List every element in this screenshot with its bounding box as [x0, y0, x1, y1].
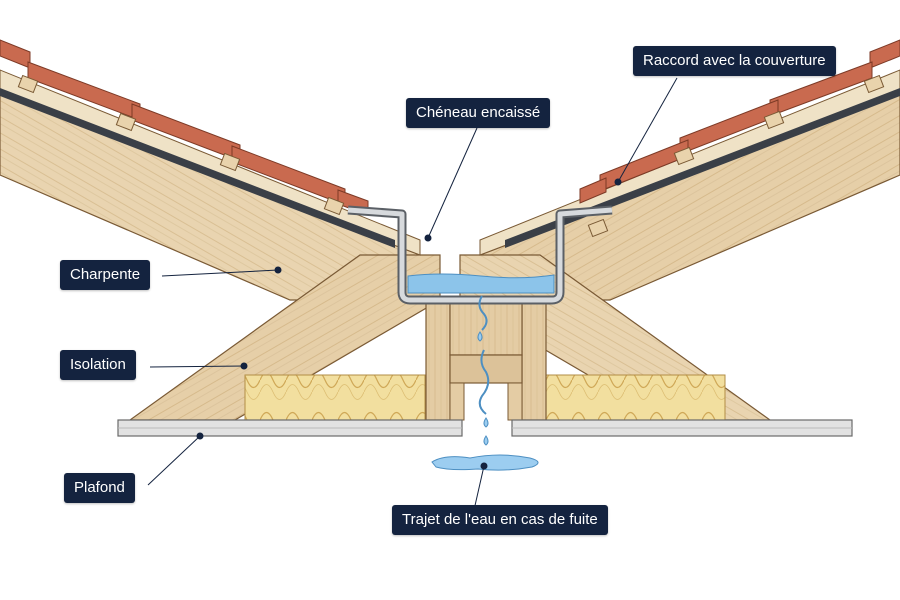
- central-leg-right: [507, 382, 523, 421]
- label-isolation: Isolation: [60, 350, 136, 380]
- central-crossbar: [449, 354, 523, 384]
- left-tile-battens: [17, 74, 345, 216]
- label-raccord-couverture: Raccord avec la couverture: [633, 46, 836, 76]
- gutter-water: [407, 273, 555, 294]
- right-tile-battens: [587, 74, 885, 238]
- insulation-left: [244, 374, 426, 421]
- central-leg-left: [449, 382, 465, 421]
- central-post-right: [521, 299, 547, 421]
- left-membrane: [0, 88, 395, 248]
- leak-path: [477, 295, 490, 446]
- label-charpente: Charpente: [60, 260, 151, 290]
- left-batten-layer: [0, 69, 421, 256]
- label-cheneau-encaisse: Chéneau encaissé: [406, 98, 551, 128]
- label-plafond: Plafond: [64, 473, 135, 503]
- label-trajet-eau: Trajet de l'eau en cas de fuite: [392, 505, 608, 535]
- central-post-left: [425, 299, 451, 421]
- central-block: [449, 299, 523, 356]
- leader-lines: [147, 77, 678, 511]
- water-puddle: [431, 454, 539, 471]
- insulation-right: [544, 374, 726, 421]
- right-roof-tiles: [579, 39, 900, 204]
